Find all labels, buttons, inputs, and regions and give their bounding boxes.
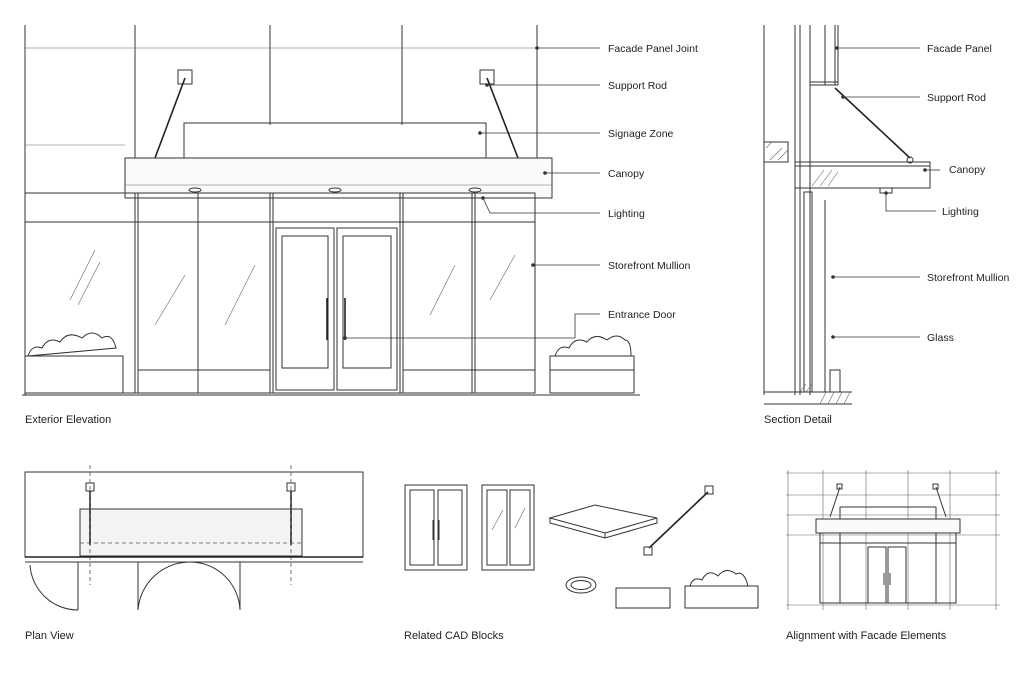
callout-lighting: Lighting [608, 208, 645, 220]
callout-facade-panel-joint: Facade Panel Joint [608, 43, 698, 55]
callout-signage-zone: Signage Zone [608, 128, 674, 140]
alignment-caption: Alignment with Facade Elements [786, 630, 947, 642]
callout-lighting: Lighting [942, 206, 979, 218]
callout-glass: Glass [927, 332, 954, 344]
callout-storefront-mullion: Storefront Mullion [608, 260, 690, 272]
callout-support-rod: Support Rod [608, 80, 667, 92]
plan-view-caption: Plan View [25, 630, 74, 642]
callout-facade-panel: Facade Panel [927, 43, 992, 55]
callout-canopy: Canopy [949, 164, 986, 176]
callout-storefront-mullion: Storefront Mullion [927, 272, 1009, 284]
callout-support-rod: Support Rod [927, 92, 986, 104]
alignment-drawing [786, 470, 1000, 610]
exterior-elevation-caption: Exterior Elevation [25, 414, 112, 426]
related-cad-blocks-caption: Related CAD Blocks [404, 630, 504, 642]
callout-entrance-door: Entrance Door [608, 309, 676, 321]
callout-canopy: Canopy [608, 168, 645, 180]
exterior-elevation-drawing: Facade Panel Joint Support Rod Signage Z… [22, 25, 698, 396]
section-detail-caption: Section Detail [764, 414, 832, 426]
related-cad-blocks-drawing [404, 484, 759, 609]
section-detail-drawing: Facade Panel Support Rod Canopy Lighting… [763, 25, 1009, 405]
plan-view-drawing [24, 465, 364, 611]
